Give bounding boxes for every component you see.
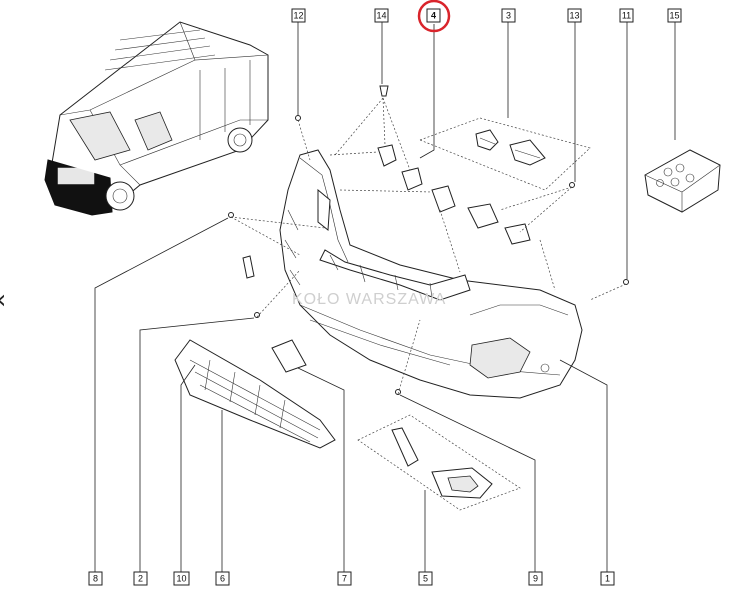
svg-text:3: 3 bbox=[506, 10, 511, 20]
svg-text:9: 9 bbox=[533, 573, 538, 583]
svg-text:14: 14 bbox=[376, 10, 386, 20]
callout-15: 15 bbox=[667, 8, 682, 23]
svg-text:7: 7 bbox=[342, 573, 347, 583]
svg-text:8: 8 bbox=[93, 573, 98, 583]
callout-3: 3 bbox=[501, 8, 516, 23]
svg-text:12: 12 bbox=[293, 10, 303, 20]
fasteners bbox=[228, 85, 629, 395]
callout-8: 8 bbox=[88, 571, 103, 586]
svg-text:6: 6 bbox=[220, 573, 225, 583]
callout-11: 11 bbox=[619, 8, 634, 23]
svg-text:4: 4 bbox=[431, 10, 436, 20]
highlight-circle bbox=[417, 0, 451, 33]
lower-grille bbox=[174, 339, 336, 449]
callout-5: 5 bbox=[418, 571, 433, 586]
callout-6: 6 bbox=[215, 571, 230, 586]
svg-text:5: 5 bbox=[423, 573, 428, 583]
leader-lines bbox=[94, 22, 676, 572]
svg-text:13: 13 bbox=[569, 10, 579, 20]
blank-plate-7 bbox=[271, 339, 307, 373]
bracket-group-3 bbox=[419, 117, 591, 191]
guide-lines bbox=[230, 97, 627, 395]
svg-text:11: 11 bbox=[622, 10, 631, 20]
callout-7: 7 bbox=[337, 571, 352, 586]
prev-arrow-icon[interactable]: ‹ bbox=[0, 285, 6, 315]
van-illustration bbox=[44, 21, 269, 216]
cover-2 bbox=[242, 255, 255, 279]
fog-bezel-group-5 bbox=[357, 414, 521, 511]
callout-13: 13 bbox=[567, 8, 582, 23]
callout-10: 10 bbox=[173, 571, 190, 586]
callout-1: 1 bbox=[600, 571, 615, 586]
callout-9: 9 bbox=[528, 571, 543, 586]
svg-text:1: 1 bbox=[605, 573, 610, 583]
callout-12: 12 bbox=[291, 8, 306, 23]
bumper-assembly bbox=[279, 149, 583, 399]
clip-box-15 bbox=[644, 149, 721, 213]
svg-text:2: 2 bbox=[138, 573, 143, 583]
callout-2: 2 bbox=[133, 571, 148, 586]
watermark-text: KOŁO WARSZAWA bbox=[292, 291, 446, 308]
bracket-group-4 bbox=[377, 144, 531, 245]
callout-4-highlighted: 4 bbox=[417, 0, 451, 33]
callout-14: 14 bbox=[374, 8, 389, 23]
svg-text:15: 15 bbox=[669, 10, 679, 20]
svg-text:10: 10 bbox=[176, 573, 186, 583]
